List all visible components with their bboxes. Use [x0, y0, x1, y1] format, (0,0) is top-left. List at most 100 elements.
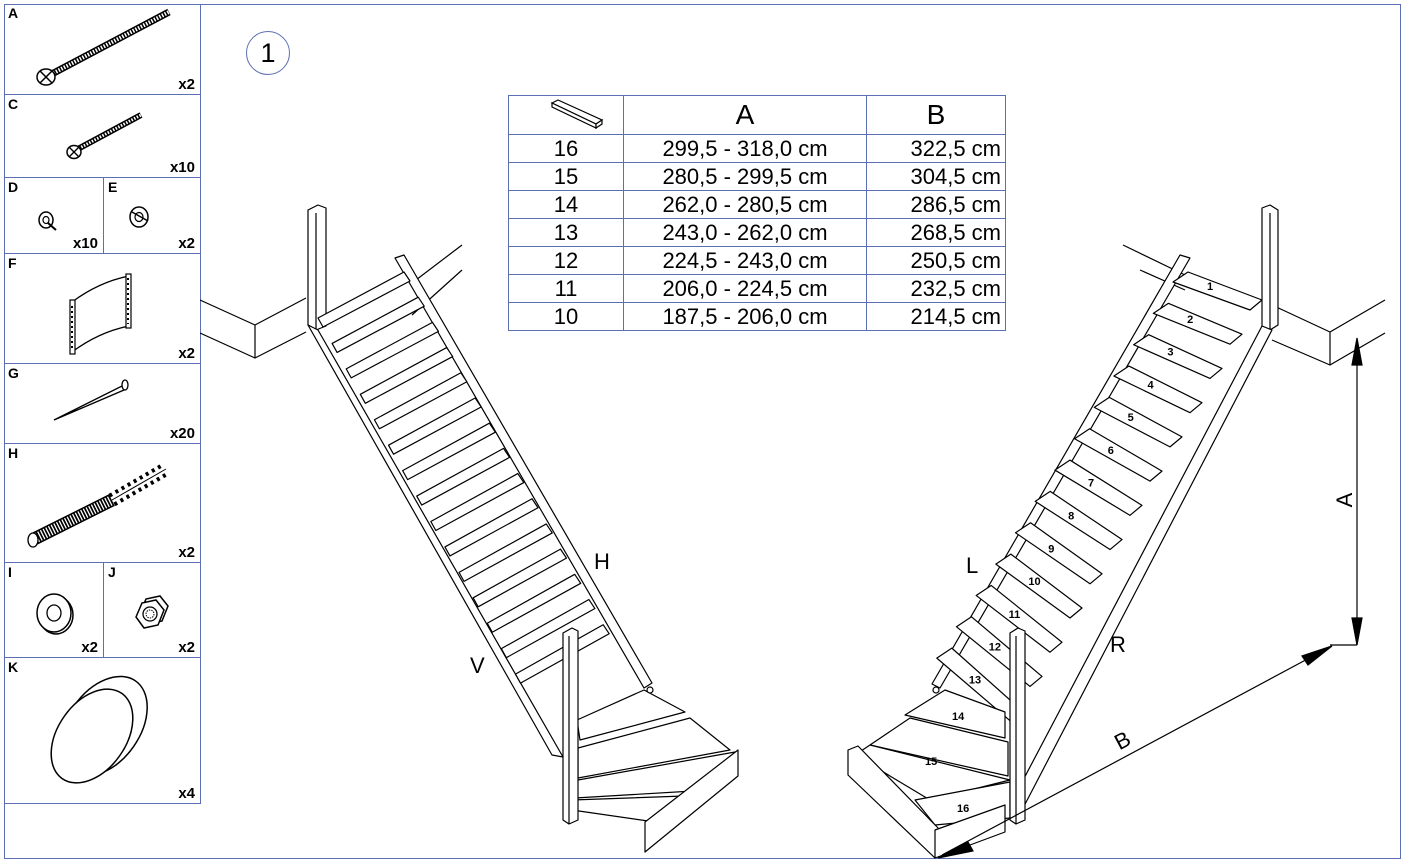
- step-number: 4: [1147, 379, 1154, 391]
- part-e: E x2: [104, 178, 201, 254]
- right-outer-stringer: [1009, 325, 1273, 811]
- stair-tread: [373, 372, 468, 430]
- part-letter: I: [8, 564, 12, 580]
- stair-tread: [1014, 522, 1103, 585]
- part-letter: H: [8, 445, 19, 461]
- dimension-a-cell: 243,0 - 262,0 cm: [623, 218, 867, 247]
- long-screw-icon: [36, 8, 171, 86]
- stair-tread: [995, 553, 1083, 619]
- part-k: K x4: [4, 658, 201, 804]
- part-i: I x2: [4, 563, 104, 658]
- dimension-b-cell: 232,5 cm: [866, 274, 1006, 303]
- length-dimension-line: [941, 647, 1329, 856]
- arrow-right-icon: [1301, 645, 1333, 666]
- step-number: 10: [1028, 576, 1040, 588]
- part-letter: J: [108, 564, 116, 580]
- step-count-cell: 15: [508, 162, 624, 191]
- label-right-inner-stringer: L: [966, 553, 978, 578]
- step-number: 2: [1187, 314, 1193, 326]
- step-count-cell: 11: [508, 274, 624, 303]
- stair-tread: [458, 523, 553, 582]
- left-inner-stringer: [394, 254, 653, 689]
- cover-cap-icon: [50, 675, 148, 784]
- step-number: 3: [1167, 347, 1173, 359]
- step-number: 7: [1088, 478, 1094, 490]
- dimension-a-cell: 224,5 - 243,0 cm: [623, 246, 867, 275]
- stair-tread: [472, 548, 568, 608]
- hex-nut-icon: [135, 595, 169, 629]
- table-header-row: A B: [508, 95, 1006, 135]
- stair-tread: [331, 296, 425, 354]
- page-frame: [4, 4, 1401, 859]
- left-bottom-newel: [562, 627, 579, 825]
- part-qty: x2: [178, 235, 195, 252]
- nail-icon: [53, 379, 129, 421]
- part-letter: D: [8, 179, 19, 195]
- step-number: 11: [1009, 609, 1021, 621]
- left-treads: [317, 271, 610, 684]
- part-qty: x10: [169, 159, 195, 176]
- part-letter: K: [8, 659, 19, 675]
- column-header-b: B: [866, 95, 1006, 135]
- step-number: 8: [1068, 510, 1074, 522]
- part-qty: x2: [178, 76, 195, 93]
- stair-tread: [1113, 365, 1203, 414]
- step-number: 9: [1048, 543, 1054, 555]
- label-right-outer-stringer: R: [1110, 632, 1126, 657]
- dimension-b-cell: 214,5 cm: [866, 302, 1006, 331]
- stair-tread: [1133, 334, 1223, 380]
- dimension-b-cell: 286,5 cm: [866, 190, 1006, 219]
- dimension-a-cell: 187,5 - 206,0 cm: [623, 302, 867, 331]
- dimension-a-cell: 280,5 - 299,5 cm: [623, 162, 867, 191]
- stair-tread: [345, 321, 440, 379]
- step-number: 6: [1108, 445, 1114, 457]
- label-left-inner-stringer: H: [594, 549, 610, 574]
- winder-step: [869, 717, 1009, 777]
- part-qty: x2: [178, 639, 195, 656]
- part-letter: C: [8, 96, 19, 112]
- step-count-cell: 14: [508, 190, 624, 219]
- dimension-b-cell: 304,5 cm: [866, 162, 1006, 191]
- right-bottom-newel: [1009, 627, 1026, 825]
- arrow-up-icon: [1351, 337, 1363, 366]
- step-count-cell: 10: [508, 302, 624, 331]
- stair-tread: [317, 271, 411, 328]
- right-treads: [936, 271, 1263, 722]
- step-count-cell: 13: [508, 218, 624, 247]
- stair-tread: [486, 573, 582, 633]
- tread-board-icon: [508, 95, 624, 135]
- part-j: J x2: [104, 563, 201, 658]
- step-number: 16: [957, 803, 969, 815]
- dimension-a-cell: 206,0 - 224,5 cm: [623, 274, 867, 303]
- dimension-b-cell: 268,5 cm: [866, 218, 1006, 247]
- part-f: F x2: [4, 254, 201, 364]
- parts-list: A x2 C x10 D x10 E x2: [4, 4, 201, 804]
- part-qty: x10: [72, 235, 98, 252]
- mounting-bracket-icon: [69, 273, 132, 355]
- stair-tread: [416, 447, 511, 506]
- step-number: 1: [1207, 281, 1213, 293]
- stair-tread: [1054, 459, 1143, 516]
- stair-tread: [359, 346, 454, 404]
- winder-step: [576, 689, 686, 741]
- part-letter: A: [8, 5, 19, 21]
- stair-tread: [1073, 428, 1163, 482]
- step-number: 12: [989, 642, 1001, 654]
- stair-tread: [1034, 490, 1123, 551]
- part-qty: x2: [81, 639, 98, 656]
- short-screw-icon: [66, 112, 143, 160]
- stair-tread: [1172, 271, 1263, 311]
- part-g: G x20: [4, 364, 201, 444]
- winder-step: [904, 689, 1006, 739]
- stair-tread: [402, 422, 496, 481]
- dimension-a-cell: 262,0 - 280,5 cm: [623, 190, 867, 219]
- part-d: D x10: [4, 178, 104, 254]
- column-header-a: A: [623, 95, 867, 135]
- label-length-b: B: [1110, 726, 1135, 755]
